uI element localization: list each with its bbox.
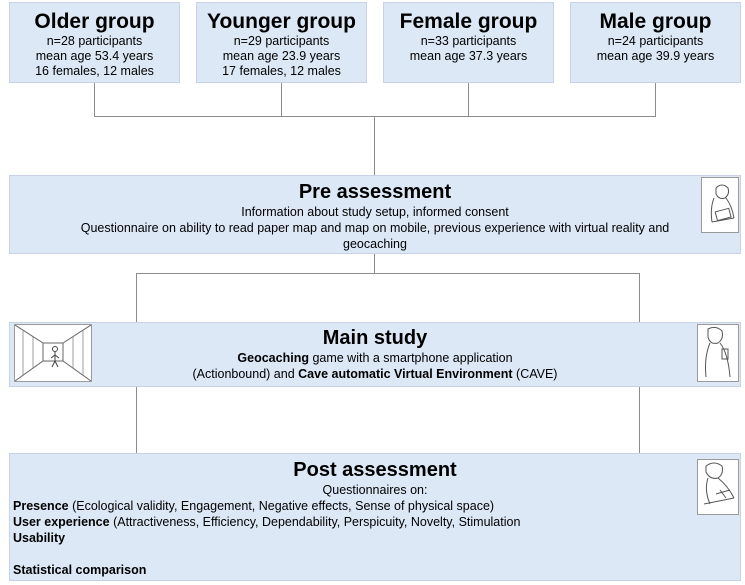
- connector-left-to-post: [136, 386, 137, 454]
- group-line: n=24 participants: [607, 34, 704, 48]
- connector-female: [468, 82, 469, 117]
- post-assessment-title: Post assessment: [293, 459, 457, 481]
- group-line: mean age 37.3 years: [409, 49, 528, 63]
- group-line: n=29 participants: [233, 34, 330, 48]
- post-assessment-box: Post assessment Questionnaires on: Prese…: [9, 453, 741, 581]
- connector-left-to-main: [136, 273, 137, 323]
- main-study-text: game with a smartphone application: [308, 351, 513, 365]
- user-experience-text: (Attractiveness, Efficiency, Dependabili…: [109, 515, 521, 529]
- group-line: 16 females, 12 males: [35, 64, 154, 78]
- person-writing-icon: [703, 462, 735, 505]
- pre-assessment-line: geocaching: [343, 237, 407, 251]
- geocaching-bold: Geocaching: [237, 351, 309, 365]
- main-study-box: Main study Geocaching game with a smartp…: [9, 322, 741, 387]
- pre-assessment-line: Information about study setup, informed …: [241, 205, 509, 219]
- connector-male: [655, 82, 656, 117]
- person-with-tablet-sketch: [701, 177, 739, 233]
- presence-text: (Ecological validity, Engagement, Negati…: [68, 499, 495, 513]
- group-box-female: Female group n=33 participants mean age …: [383, 2, 554, 83]
- group-box-older: Older group n=28 participants mean age 5…: [9, 2, 180, 83]
- group-title: Male group: [599, 10, 712, 33]
- presence-line: Presence (Ecological validity, Engagemen…: [13, 498, 740, 514]
- group-box-male: Male group n=24 participants mean age 39…: [570, 2, 741, 83]
- statistical-comparison-line: Statistical comparison: [13, 562, 740, 578]
- group-title: Female group: [399, 10, 538, 33]
- person-with-phone-icon: [705, 326, 731, 378]
- usability-bold: Usability: [13, 531, 66, 545]
- main-study-text: (CAVE): [512, 367, 558, 381]
- connector-pre-down: [374, 254, 375, 274]
- pre-assessment-box: Pre assessment Information about study s…: [9, 175, 741, 254]
- person-writing-sketch: [697, 459, 739, 515]
- group-line: n=28 participants: [46, 34, 143, 48]
- person-with-phone-sketch: [697, 324, 739, 382]
- group-line: mean age 23.9 years: [222, 49, 341, 63]
- pre-assessment-title: Pre assessment: [298, 181, 452, 203]
- connector-groups-to-pre: [374, 116, 375, 176]
- statistical-comparison-bold: Statistical comparison: [13, 563, 147, 577]
- main-study-title: Main study: [322, 327, 428, 349]
- group-title: Younger group: [207, 10, 356, 33]
- pre-assessment-line: Questionnaire on ability to read paper m…: [80, 221, 670, 235]
- usability-line: Usability: [13, 530, 740, 546]
- group-line: mean age 39.9 years: [596, 49, 715, 63]
- person-with-tablet-icon: [710, 184, 735, 223]
- group-box-younger: Younger group n=29 participants mean age…: [196, 2, 367, 83]
- user-experience-line: User experience (Attractiveness, Efficie…: [13, 514, 740, 530]
- connector-older: [94, 82, 95, 117]
- main-study-line: Geocaching game with a smartphone applic…: [10, 350, 740, 366]
- group-title: Older group: [34, 10, 155, 33]
- connector-younger: [281, 82, 282, 117]
- connector-split-horizontal: [136, 273, 639, 274]
- cave-corridor-sketch: [14, 324, 92, 382]
- group-line: mean age 53.4 years: [35, 49, 154, 63]
- connector-right-to-post: [639, 386, 640, 454]
- connector-groups-horizontal: [94, 116, 656, 117]
- main-study-text: (Actionbound) and: [192, 367, 299, 381]
- user-experience-bold: User experience: [13, 515, 110, 529]
- group-line: 17 females, 12 males: [222, 64, 341, 78]
- connector-right-to-main: [639, 273, 640, 323]
- presence-bold: Presence: [13, 499, 69, 513]
- group-line: n=33 participants: [420, 34, 517, 48]
- post-assessment-subtitle: Questionnaires on:: [322, 483, 428, 497]
- cave-corridor-icon: [15, 325, 91, 381]
- cave-bold: Cave automatic Virtual Environment: [298, 367, 513, 381]
- main-study-line: (Actionbound) and Cave automatic Virtual…: [10, 366, 740, 382]
